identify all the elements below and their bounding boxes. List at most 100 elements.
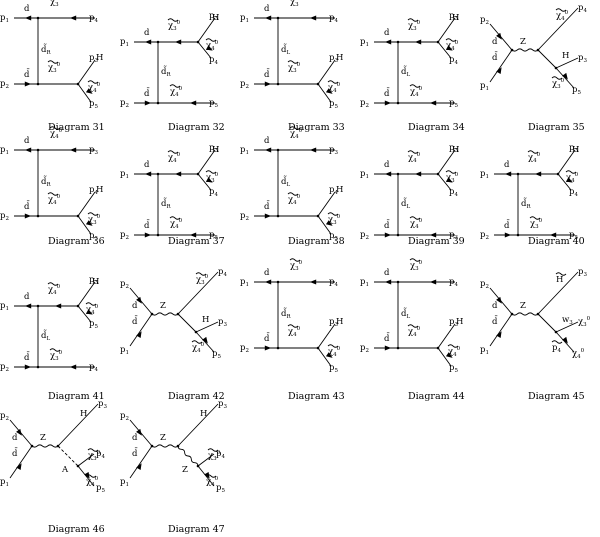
neutralino-label: χ40 bbox=[328, 346, 341, 358]
fermion-arrow bbox=[264, 213, 272, 219]
neutralino-label: χ40 bbox=[170, 86, 183, 98]
z-boson-line bbox=[177, 445, 199, 467]
neutralino-line bbox=[197, 173, 212, 191]
propagator-line bbox=[197, 453, 215, 467]
neutralino-label: χ40 bbox=[288, 194, 301, 206]
tilde-mark bbox=[551, 340, 563, 344]
fermion-arrow bbox=[562, 336, 568, 344]
tilde-mark bbox=[191, 340, 203, 344]
momentum-label-p2: p2 bbox=[0, 362, 9, 373]
fermion-arrow bbox=[24, 147, 32, 153]
fermion-arrow bbox=[325, 88, 333, 94]
momentum-label-p4: p4 bbox=[329, 13, 338, 24]
neutralino-label: χ30 bbox=[206, 172, 219, 184]
tilde-mark bbox=[407, 324, 419, 328]
z-boson-label: Z bbox=[40, 433, 46, 443]
neutralino-label: χ40 bbox=[168, 152, 181, 164]
tilde-mark bbox=[527, 150, 539, 154]
momentum-label-p3: p3 bbox=[449, 143, 458, 154]
squark-label: d̃R bbox=[161, 64, 171, 78]
momentum-label-p5: p5 bbox=[449, 363, 458, 374]
fermion-arrow bbox=[445, 352, 453, 358]
tilde-mark bbox=[327, 344, 339, 348]
vertex-dot bbox=[396, 233, 400, 237]
momentum-label-p2: p2 bbox=[120, 279, 129, 290]
fermion-arrow bbox=[429, 100, 437, 106]
neutralino-label: χ30 bbox=[50, 350, 63, 362]
neutralino-label: χ40 bbox=[206, 476, 219, 488]
vertex-dot bbox=[36, 365, 40, 369]
fermion-arrow bbox=[205, 177, 213, 183]
neutralino-label: χ30 bbox=[168, 20, 181, 32]
fermion-arrow bbox=[504, 232, 512, 238]
momentum-label-p2: p2 bbox=[240, 211, 249, 222]
fermion-arrow bbox=[144, 232, 152, 238]
fermion-arrow bbox=[325, 220, 333, 226]
squark-label: d̃R bbox=[161, 196, 171, 210]
quark-label-d: d bbox=[132, 433, 138, 443]
tilde-mark bbox=[47, 60, 59, 64]
quark-label-d: d bbox=[264, 268, 270, 278]
higgs-line bbox=[437, 17, 456, 43]
z-boson-label: Z bbox=[160, 301, 166, 311]
momentum-label-p4: p3 bbox=[578, 267, 587, 278]
momentum-label-p3: χ30 bbox=[578, 316, 591, 328]
z-boson-line bbox=[151, 444, 179, 448]
neutralino-label: χ40 bbox=[408, 152, 421, 164]
antiquark-label-dbar: d̄ bbox=[264, 332, 270, 344]
antiquark-label-dbar: d̄ bbox=[144, 87, 150, 99]
higgs-label-H: H bbox=[96, 53, 103, 63]
fermion-arrow bbox=[136, 463, 142, 471]
fermion-arrow bbox=[24, 15, 32, 21]
momentum-label-p1: p1 bbox=[360, 169, 369, 180]
tilde-mark bbox=[529, 216, 541, 220]
fermion-arrow bbox=[384, 345, 392, 351]
tilde-mark bbox=[287, 192, 299, 196]
fermion-arrow bbox=[384, 39, 392, 45]
fermion-arrow bbox=[384, 279, 392, 285]
propagator-line bbox=[489, 49, 513, 83]
propagator-line bbox=[129, 313, 153, 347]
squark-label: d̃L bbox=[401, 196, 410, 210]
quark-label-d: d bbox=[24, 4, 30, 14]
tilde-mark bbox=[447, 344, 459, 348]
antiquark-label-dbar: d̄ bbox=[12, 447, 18, 459]
squark-label: d̃R bbox=[521, 196, 531, 210]
diagram-caption: Diagram 31 bbox=[48, 122, 105, 133]
tilde-mark bbox=[85, 302, 97, 306]
fermion-arrow bbox=[189, 100, 197, 106]
neutralino-label: χ40 bbox=[50, 128, 63, 140]
fermion-arrow bbox=[309, 147, 317, 153]
higgs-line bbox=[57, 403, 99, 447]
antiquark-label-dbar: d̄ bbox=[504, 219, 510, 231]
neutralino-label: χ30 bbox=[290, 0, 303, 8]
propagator-line bbox=[77, 453, 95, 467]
momentum-label-p3: p3 bbox=[218, 399, 227, 410]
momentum-label-p4: p3 bbox=[89, 145, 98, 156]
tilde-mark bbox=[207, 448, 219, 452]
fermion-arrow bbox=[309, 15, 317, 21]
antiquark-label-dbar: d̄ bbox=[144, 219, 150, 231]
tilde-mark bbox=[287, 60, 299, 64]
propagator-line bbox=[177, 313, 197, 333]
momentum-label-p3: p3 bbox=[98, 399, 107, 410]
momentum-label-p5: p5 bbox=[96, 483, 105, 494]
squark-label: d̃R bbox=[41, 42, 51, 56]
diagram-caption: Diagram 43 bbox=[288, 391, 345, 402]
neutralino-label: χ40 bbox=[48, 284, 61, 296]
momentum-label-p4: p4 bbox=[209, 55, 218, 66]
neutralino-line bbox=[77, 305, 92, 323]
squark-label: d̃L bbox=[401, 306, 410, 320]
momentum-label-p5: p5 bbox=[329, 99, 338, 110]
neutralino-label: χ40 bbox=[86, 304, 99, 316]
quark-label-d: d bbox=[492, 301, 498, 311]
propagator-line bbox=[537, 271, 579, 315]
momentum-label-p5: p5 bbox=[572, 85, 581, 96]
higgs-label-H: H bbox=[212, 145, 219, 155]
tilde-mark bbox=[551, 76, 563, 80]
fermion-arrow bbox=[504, 171, 512, 177]
squark-label: d̃R bbox=[281, 306, 291, 320]
